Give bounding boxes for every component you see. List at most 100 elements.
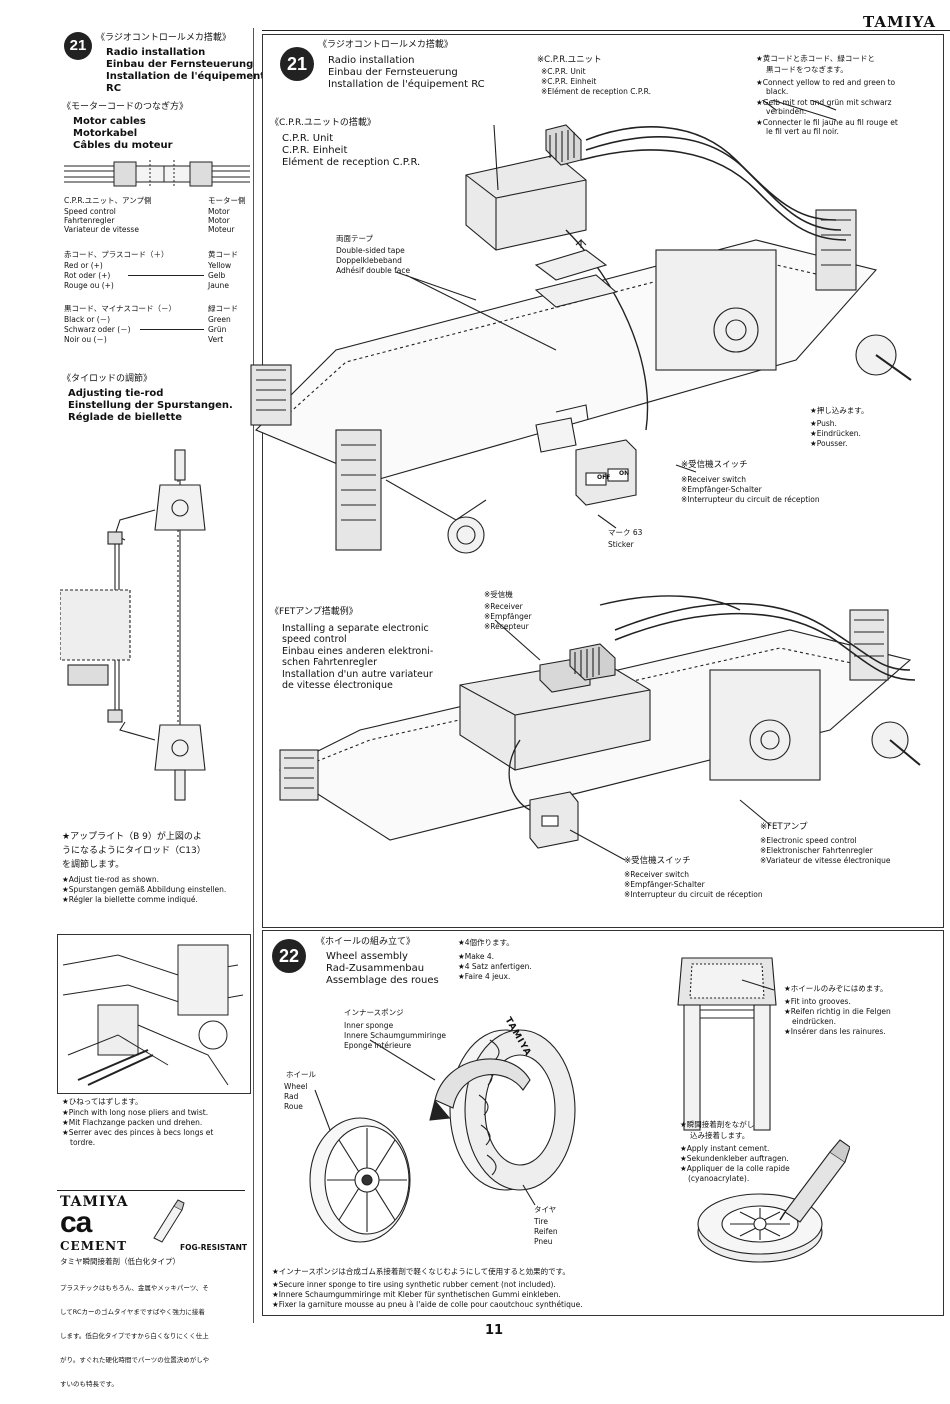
cpr-unit-label-fr: ※Elément de reception C.P.R. [541, 87, 651, 96]
section-title-fr: Installation de l'équipement [106, 71, 266, 82]
tire-cross-section-illustration [672, 950, 782, 1135]
red-yellow-leader [128, 275, 204, 276]
connect-note-fr-1: ★Connecter le fil jaune au fil rouge et [756, 118, 898, 127]
cement-note-ja-2: 込み接着します。 [690, 1131, 750, 1140]
cement-brand: TAMIYA [60, 1194, 129, 1210]
cpr-unit-label-en: ※C.P.R. Unit [541, 67, 586, 76]
cement-note-ja-1: ★瞬間接着剤をながし [680, 1120, 755, 1129]
pinch-note-de: ★Mit Flachzange packen und drehen. [62, 1118, 203, 1127]
yellow-cable-label-en: Yellow [208, 261, 232, 270]
tierod-title-de: Einstellung der Spurstangen. [68, 400, 233, 411]
section-title-de: Einbau der Fernsteuerung [106, 59, 254, 70]
connect-note-ja-2: 黒コードをつなぎます。 [766, 65, 848, 74]
receiver-switch-label-ja: ※受信機スイッチ [681, 460, 748, 470]
sticker-label-en: Sticker [608, 540, 634, 549]
fet-esc-label-de: ※Elektronischer Fahrtenregler [760, 846, 873, 855]
sponge-cement-note-en: ★Secure inner sponge to tire using synth… [272, 1280, 556, 1289]
step-22-number: 22 [272, 939, 306, 973]
tierod-note-ja-1: ★アップライト（B 9）が上図のよ [62, 832, 202, 842]
motor-connector-illustration [62, 156, 252, 194]
pinch-note-fr-1: ★Serrer avec des pinces à becs longs et [62, 1128, 214, 1137]
yellow-cable-label-de: Gelb [208, 271, 226, 280]
tierod-note-ja-3: を調節します。 [62, 860, 125, 870]
receiver-switch-label-en: ※Receiver switch [681, 475, 747, 484]
section-title-fr2: RC [106, 83, 122, 94]
wheel-label-en: Wheel [284, 1082, 308, 1091]
pinch-illustration [62, 944, 244, 1086]
wheel-label-fr: Roue [284, 1102, 303, 1111]
step-21-title-fr: Installation de l'équipement RC [328, 79, 485, 90]
sponge-cement-note-ja: ★インナースポンジは合成ゴム系接着剤で軽くなじむようにして使用すると効果的です。 [272, 1267, 570, 1276]
sponge-label-fr: Eponge intérieure [344, 1041, 412, 1050]
section-title-ja: 《ラジオコントロールメカ搭載》 [96, 33, 231, 43]
black-cable-label-de: Schwarz oder (－) [64, 325, 131, 334]
motor-cables-title-ja: 《モーターコードのつなぎ方》 [62, 102, 189, 112]
fet-title-de-2: schen Fahrtenregler [282, 657, 377, 668]
groove-note-fr: ★Insérer dans les rainures. [784, 1027, 886, 1036]
black-cable-label-fr: Noir ou (－) [64, 335, 107, 344]
switch-on-label: ON [619, 470, 630, 477]
groove-note-de-1: ★Reifen richtig in die Felgen [784, 1007, 891, 1016]
groove-note-de-2: eindrücken. [792, 1017, 837, 1026]
tire-label-fr: Pneu [534, 1237, 553, 1246]
page-number: 11 [485, 1323, 504, 1338]
header-rule [262, 30, 950, 31]
sponge-cement-note-de: ★Innere Schaumgummiringe mit Kleber für … [272, 1290, 561, 1299]
tire-label-en: Tire [534, 1217, 548, 1226]
sidebar: 21 《ラジオコントロールメカ搭載》 Radio installation Ei… [0, 0, 265, 1388]
make-4-en: ★Make 4. [458, 952, 495, 961]
column-divider [253, 28, 254, 1323]
fet-title-fr-1: Installation d'un autre variateur [282, 669, 433, 680]
section-title-en: Radio installation [106, 47, 206, 58]
cement-top-rule [57, 1190, 245, 1191]
step-21-number: 21 [280, 47, 314, 81]
connect-note-en-2: black. [766, 87, 789, 96]
green-cable-label-fr: Vert [208, 335, 224, 344]
cpr-title-ja: 《C.P.R.ユニットの搭載》 [270, 118, 376, 128]
cement-fog-label: FOG-RESISTANT [180, 1243, 247, 1252]
cpr-title-en: C.P.R. Unit [282, 133, 334, 144]
motor-cables-title-fr: Câbles du moteur [73, 140, 173, 151]
groove-note-ja: ★ホイールのみぞにはめます。 [784, 984, 888, 993]
tierod-illustration [60, 440, 250, 820]
motor-label-de: Motor [208, 216, 230, 225]
step-21-title-ja: 《ラジオコントロールメカ搭載》 [318, 40, 453, 50]
cement-logo-ca: ca [60, 1206, 92, 1239]
cpr-title-fr: Elément de reception C.P.R. [282, 157, 421, 168]
fet-title-en-2: speed control [282, 634, 347, 645]
tape-label-ja: 両面テープ [336, 234, 374, 243]
push-note-en: ★Push. [810, 419, 837, 428]
cement-title-ja: タミヤ瞬間接着剤（低白化タイプ） [60, 1257, 180, 1266]
tierod-title-en: Adjusting tie-rod [68, 388, 164, 399]
tierod-title-fr: Réglade de biellette [68, 412, 183, 423]
fet-title-de-1: Einbau eines anderen elektroni- [282, 646, 434, 657]
cpr-unit-label-de: ※C.P.R. Einheit [541, 77, 597, 86]
step-number: 21 [64, 32, 92, 60]
wheel-assembly-illustration [295, 1010, 595, 1260]
speed-control-label-fr: Variateur de vitesse [64, 225, 139, 234]
tape-label-de: Doppelklebeband [336, 256, 402, 265]
fet-switch-label-en: ※Receiver switch [624, 870, 690, 879]
pinch-note-en: ★Pinch with long nose pliers and twist. [62, 1108, 209, 1117]
fet-title-fr-2: de vitesse électronique [282, 680, 393, 691]
tierod-note-en: ★Adjust tie-rod as shown. [62, 875, 159, 884]
motor-label-fr: Moteur [208, 225, 235, 234]
cement-desc-line-1: プラスチックはもちろん、金属やメッキパーツ、そ [60, 1284, 209, 1292]
motor-label-en: Motor [208, 207, 230, 216]
pinch-note-fr-2: tordre. [70, 1138, 96, 1147]
sticker-label-ja: マーク 63 [608, 528, 643, 537]
sponge-label-ja: インナースポンジ [344, 1008, 404, 1017]
yellow-cable-label-fr: Jaune [208, 281, 229, 290]
cement-desc-line-5: すいのも特長です。 [60, 1380, 118, 1388]
cement-note-fr-1: ★Appliquer de la colle rapide [680, 1164, 790, 1173]
brand-logo: TAMIYA [863, 13, 936, 31]
receiver-switch-label-de: ※Empfänger-Schalter [681, 485, 762, 494]
cement-note-fr-2: (cyanoacrylate). [688, 1174, 750, 1183]
cement-desc-line-2: してRCカーのゴムタイヤまですばやく強力に接着 [60, 1308, 205, 1316]
sponge-cement-note-fr: ★Fixer la garniture mousse au pneu à l'a… [272, 1300, 583, 1309]
pinch-illustration-panel [57, 934, 251, 1094]
cement-description: プラスチックはもちろん、金属やメッキパーツ、そ してRCカーのゴムタイヤまですば… [60, 1268, 209, 1404]
make-4-ja: ★4個作ります。 [458, 938, 514, 947]
cement-bottle-icon [148, 1198, 188, 1244]
step-22-title-ja: 《ホイールの組み立て》 [316, 937, 416, 947]
